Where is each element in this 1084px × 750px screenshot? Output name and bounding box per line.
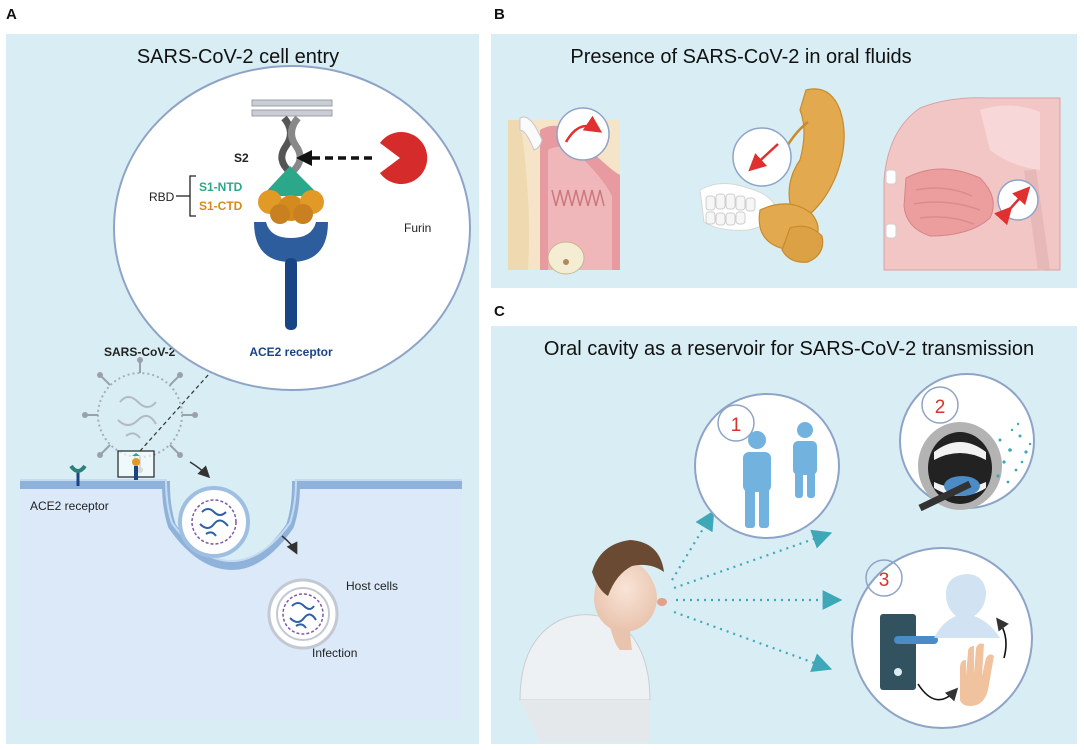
panel-b: B Presence of SARS-CoV-2 in oral fluids — [491, 6, 1077, 288]
panel-c: C Oral cavity as a reservoir for SARS-Co… — [491, 303, 1077, 744]
endocytosed-virus — [178, 486, 250, 558]
s2-label: S2 — [234, 151, 249, 165]
host-cell — [20, 479, 462, 720]
door-handle-icon — [880, 614, 916, 690]
step-2-aerosol — [899, 373, 1035, 512]
infection-label: Infection — [312, 646, 357, 660]
step-1-number: 1 — [731, 415, 742, 436]
panel-a-title: SARS-CoV-2 cell entry — [137, 46, 339, 68]
host-cells-label: Host cells — [346, 579, 398, 593]
panel-c-letter: C — [494, 303, 505, 320]
virus-label: SARS-CoV-2 — [104, 345, 176, 359]
cell-membrane-outer — [20, 479, 462, 563]
infection-vesicle — [267, 578, 339, 650]
salivary-glands-illustration — [699, 88, 845, 263]
step-3-fomite — [851, 547, 1033, 729]
face-icon — [934, 574, 1000, 638]
panel-b-letter: B — [494, 6, 505, 23]
spike-receptor-mini — [132, 453, 140, 480]
panel-a: A SARS-CoV-2 cell entry — [6, 6, 479, 744]
spike-zoom-circle — [113, 65, 471, 391]
panel-a-letter: A — [6, 6, 17, 23]
person-exhaling-illustration — [519, 540, 667, 742]
step-3-number: 3 — [879, 570, 890, 591]
host-cell-cytoplasm — [20, 485, 462, 720]
ace2-receptor-zoom-label: ACE2 receptor — [249, 345, 333, 359]
panel-b-title: Presence of SARS-CoV-2 in oral fluids — [570, 46, 911, 68]
s1-ctd-label: S1-CTD — [199, 199, 243, 213]
exhaled-droplet-paths — [671, 510, 843, 673]
gingival-crevice-illustration — [508, 107, 620, 275]
arrow-to-infection — [281, 535, 298, 555]
oropharynx-illustration — [883, 97, 1061, 271]
panel-c-title: Oral cavity as a reservoir for SARS-CoV-… — [544, 338, 1034, 360]
step-2-number: 2 — [935, 397, 946, 418]
hand-icon — [960, 643, 994, 706]
arrow-endocytosis — [189, 461, 211, 479]
furin-label: Furin — [404, 221, 431, 235]
ace2-receptor-membrane-label: ACE2 receptor — [30, 499, 109, 513]
zoom-connector — [139, 362, 220, 452]
rbd-label: RBD — [149, 190, 175, 204]
step-1-person-to-person — [694, 393, 840, 539]
ace2-receptor-membrane-icon — [69, 464, 87, 486]
s1-ntd-label: S1-NTD — [199, 180, 243, 194]
